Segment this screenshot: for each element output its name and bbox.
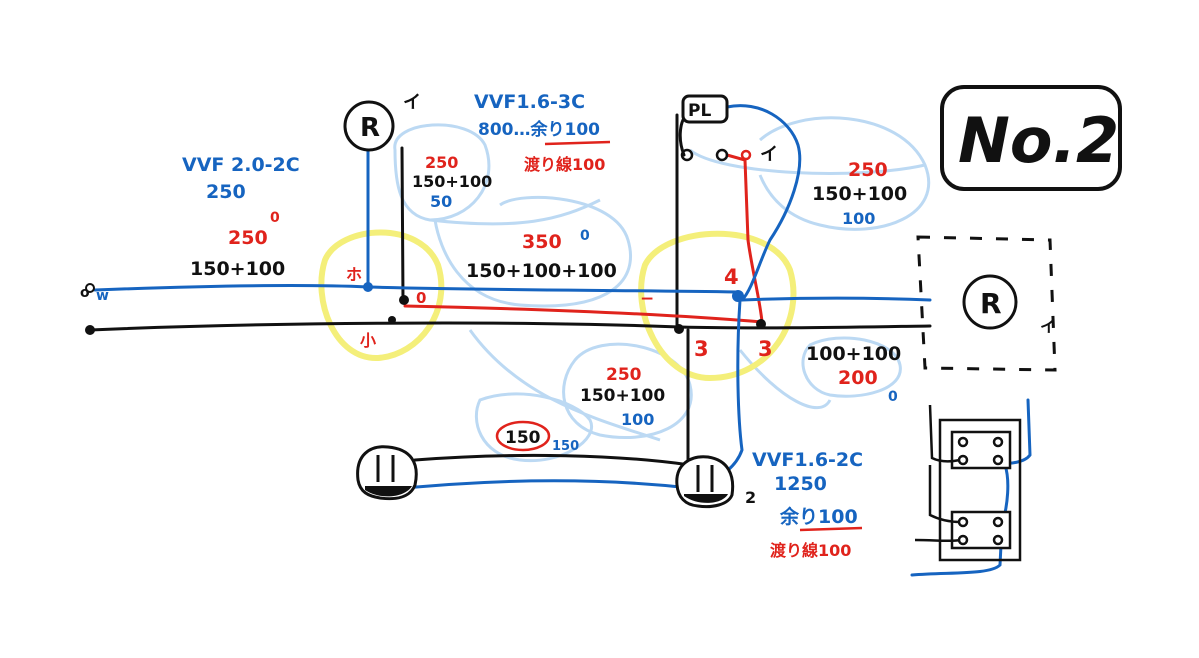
junction-right-3b: 3 <box>758 337 773 361</box>
source-o-text: o <box>80 285 90 301</box>
bubble-link-c <box>429 198 601 226</box>
dot-left-black-low <box>388 316 396 324</box>
right-lower-blue: 0 <box>888 389 898 405</box>
source-terminal-top <box>85 283 95 293</box>
dot-right-red <box>756 319 766 329</box>
switch-terminal-block <box>914 404 1022 562</box>
pl-terminal-1 <box>680 148 694 162</box>
title-box: No.2 <box>940 85 1122 191</box>
left-red-val: 250 <box>228 227 268 249</box>
right-black-len: 150+100 <box>812 183 907 205</box>
bubble-bottom <box>474 392 594 463</box>
bot-cable-type: VVF1.6-2C <box>752 449 863 471</box>
top-red-note: 渡り線100 <box>524 155 605 174</box>
lamp-drop-blue: 50 <box>430 192 452 211</box>
junction-right-4: 4 <box>724 265 739 289</box>
bubble-lower <box>562 342 693 440</box>
black-outlet-link <box>413 453 692 467</box>
right-lamp-i-text: イ <box>1040 317 1056 336</box>
pl-terminal-2 <box>715 148 729 162</box>
bot-cable-underline <box>799 526 863 532</box>
junction-right-3a: 3 <box>694 337 709 361</box>
junction-box-right-highlight <box>638 230 797 382</box>
black-wires <box>88 113 932 472</box>
lower-blue-len: 100 <box>621 410 654 429</box>
pl-i-text: イ <box>760 144 778 165</box>
top-cable-type: VVF1.6-3C <box>474 91 585 113</box>
junction-left-ko: 小 <box>360 331 376 350</box>
left-cable-type: VVF 2.0-2C <box>182 154 300 176</box>
blue-outlet-link <box>383 479 692 492</box>
lamp-drop-red: 250 <box>425 153 458 172</box>
lamp-drop-black: 150+100 <box>412 172 492 191</box>
annotation-bubbles <box>393 116 931 463</box>
top-cable-len: 800…余り100 <box>478 119 600 140</box>
pl-terminal-3 <box>740 149 752 161</box>
junction-left-o: 0 <box>416 289 426 307</box>
bottom-blue-text: 150 <box>552 439 579 454</box>
bubble-right-lower <box>801 336 902 398</box>
pl-text: PL <box>688 101 711 121</box>
title-text: No.2 <box>958 104 1119 177</box>
black-lamp-drop <box>400 146 405 302</box>
lamp-r-text: R <box>360 113 380 143</box>
left-black-len: 150+100 <box>190 258 285 280</box>
outlet-left <box>356 445 418 501</box>
dot-right-blue <box>732 290 744 302</box>
bot-red-note: 渡り線100 <box>770 541 851 560</box>
dot-left-black <box>399 295 409 305</box>
junction-left-ho: ホ <box>346 265 362 284</box>
lower-red-val: 250 <box>606 365 642 385</box>
blue-pl-loop <box>725 104 802 302</box>
right-lamp-r-text: R <box>980 287 1002 320</box>
mid-black-len: 150+100+100 <box>466 260 617 282</box>
bottom-circle <box>495 420 551 452</box>
right-lower-red: 200 <box>838 367 878 389</box>
black-main-line <box>88 321 932 332</box>
left-red-mark: 0 <box>270 210 280 226</box>
right-red-val: 250 <box>848 159 888 181</box>
right-lamp-box <box>916 235 1057 372</box>
bottom-circled-text: 150 <box>505 428 541 448</box>
lamp-i-text: イ <box>403 92 421 113</box>
blue-switch-bottom <box>910 543 1003 577</box>
source-terminal-bottom <box>85 325 95 335</box>
source-w-text: w <box>96 288 109 304</box>
bubble-lamp-drop <box>393 123 491 222</box>
lamp-symbol-right: R イ <box>962 274 1056 336</box>
top-cable-underline <box>544 140 611 146</box>
bot-cable-rest: 余り100 <box>779 505 858 528</box>
bubble-link-a <box>468 329 661 442</box>
black-pl-link <box>678 116 686 157</box>
outlet-right: 2 <box>675 455 756 509</box>
pilot-lamp-switch: PL イ <box>680 94 778 165</box>
bubble-pl-top <box>689 148 926 175</box>
left-cable-len: 250 <box>206 181 246 203</box>
mid-red-val: 350 <box>522 231 562 253</box>
right-blue-len: 100 <box>842 209 875 228</box>
lamp-symbol-top: R イ <box>343 92 421 152</box>
mid-red-mark: 0 <box>580 228 590 244</box>
blue-right-line <box>740 296 932 302</box>
right-lower-black: 100+100 <box>806 343 901 365</box>
junction-dots <box>85 282 766 335</box>
red-main-line <box>403 304 764 324</box>
lower-black-len: 150+100 <box>580 386 665 406</box>
outlet-number-text: 2 <box>745 488 756 507</box>
junction-right-dash: − <box>640 289 654 309</box>
bubble-right-top <box>758 116 931 231</box>
dot-right-black <box>674 324 684 334</box>
bot-cable-len: 1250 <box>774 473 827 495</box>
dot-left-blue <box>363 282 373 292</box>
blue-main-line <box>93 284 740 294</box>
